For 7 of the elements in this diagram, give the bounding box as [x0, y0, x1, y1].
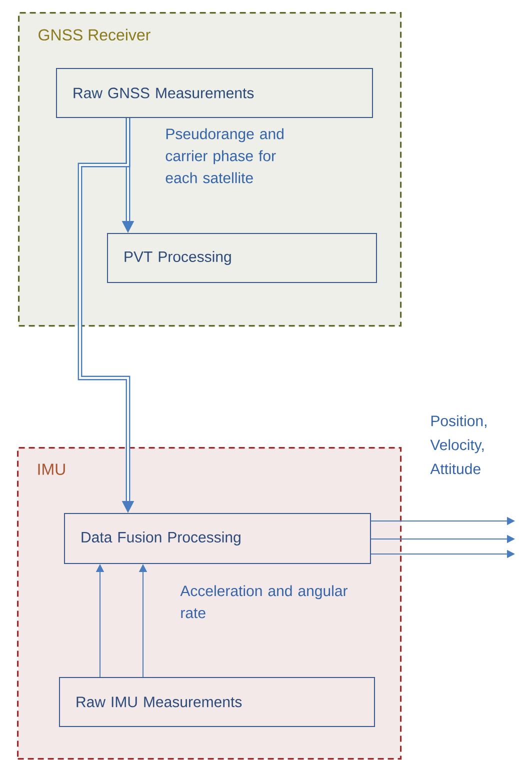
process-box: Data Fusion Processing — [64, 513, 371, 564]
output-label: Position, Velocity, Attitude — [430, 415, 486, 474]
process-box: PVT Processing — [107, 233, 377, 283]
edge-label: Pseudorange and carrier phase for each satellite — [166, 128, 284, 184]
process-box: Raw IMU Measurements — [59, 677, 375, 727]
edge-label: Acceleration and angular rate — [180, 585, 348, 618]
process-box: Raw GNSS Measurements — [56, 68, 373, 118]
